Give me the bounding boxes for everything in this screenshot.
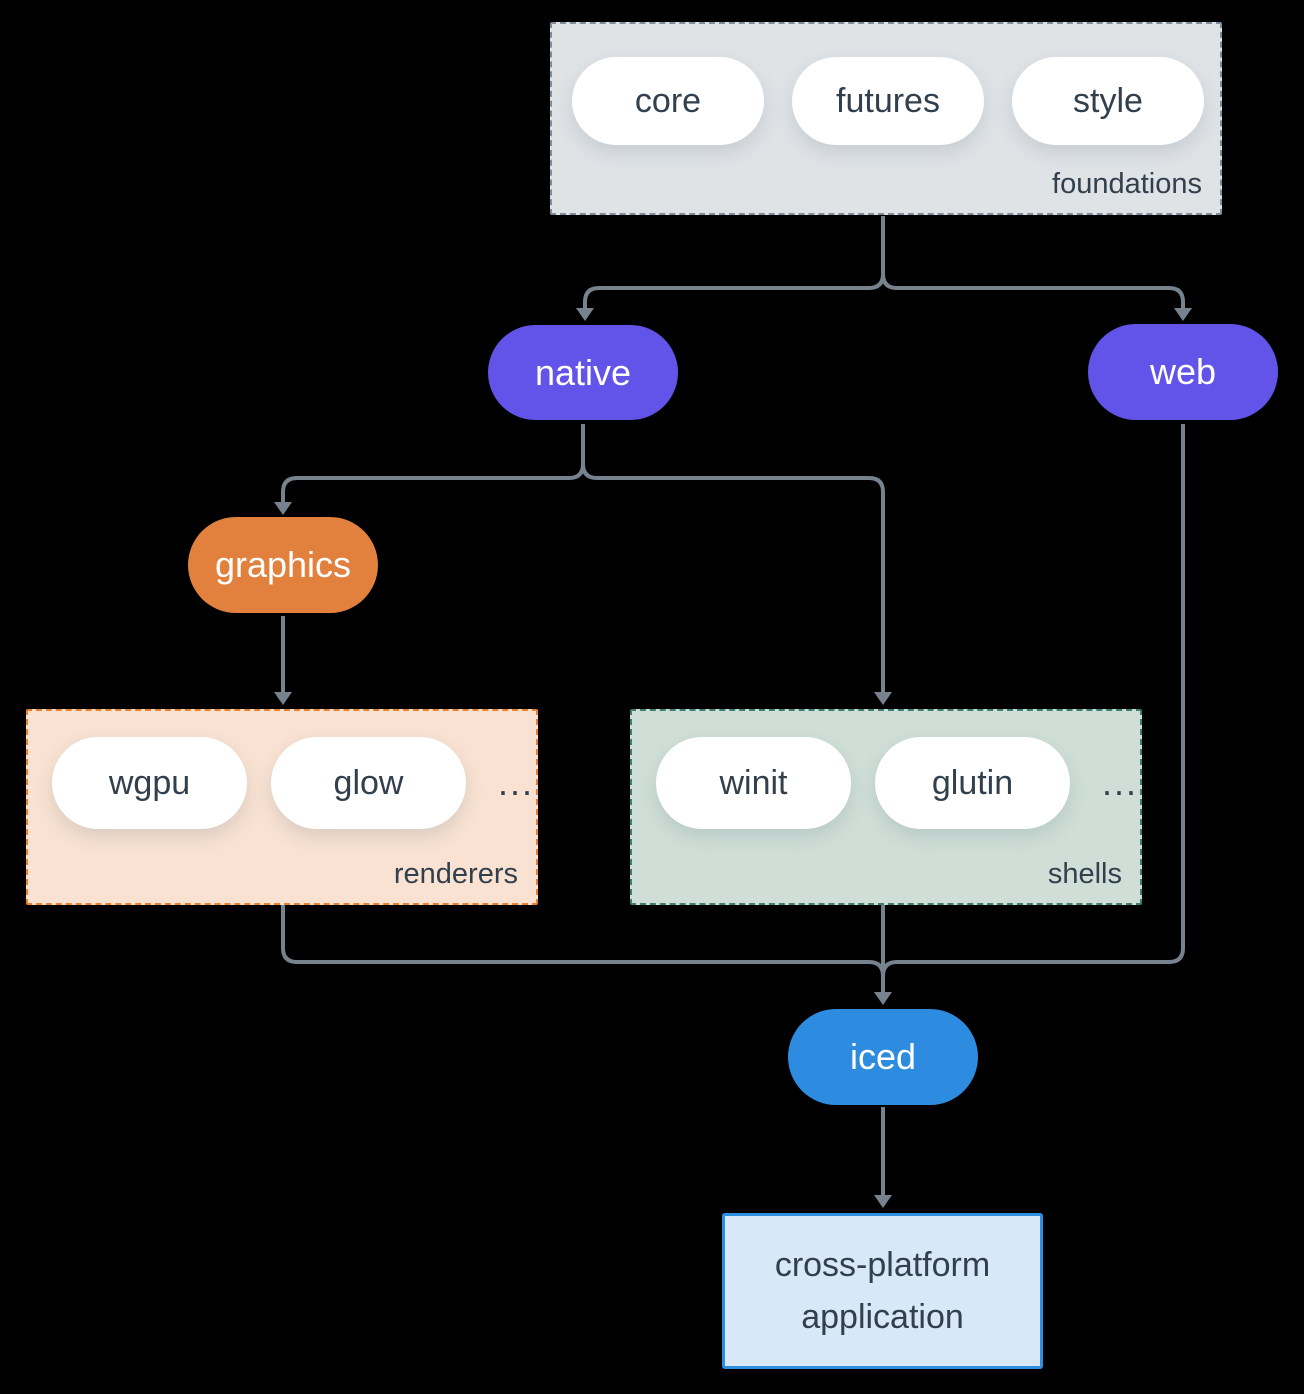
group-renderers: wgpu glow ... renderers: [26, 709, 538, 905]
pill-glutin: glutin: [875, 737, 1070, 829]
group-shells: winit glutin ... shells: [630, 709, 1142, 905]
node-iced: iced: [788, 1009, 978, 1105]
arrowhead-renderers: [274, 692, 292, 705]
pill-futures: futures: [792, 57, 984, 145]
renderers-ellipsis: ...: [498, 762, 535, 803]
edge-native-shells: [581, 424, 885, 692]
arrowhead-native: [576, 308, 594, 321]
shells-pill-row: winit glutin ...: [656, 737, 1138, 829]
arrowhead-application: [874, 1195, 892, 1208]
arrowhead-graphics: [274, 502, 292, 515]
shells-label: shells: [1047, 858, 1122, 890]
edge-foundations-native: [583, 216, 885, 308]
edge-web-iced: [881, 424, 1185, 992]
renderers-pill-row: wgpu glow ...: [52, 737, 534, 829]
node-web: web: [1088, 324, 1278, 420]
pill-wgpu: wgpu: [52, 737, 247, 829]
group-foundations: core futures style foundations: [550, 22, 1222, 215]
node-graphics: graphics: [188, 517, 378, 613]
arrowhead-iced: [874, 992, 892, 1005]
arrowhead-web: [1174, 308, 1192, 321]
pill-glow: glow: [271, 737, 466, 829]
node-cross-platform-application: cross-platform application: [722, 1213, 1043, 1369]
pill-style: style: [1012, 57, 1204, 145]
pill-winit: winit: [656, 737, 851, 829]
edge-renderers-iced: [281, 905, 885, 992]
pill-core: core: [572, 57, 764, 145]
arrowhead-shells: [874, 692, 892, 705]
edge-foundations-web: [881, 216, 1185, 308]
renderers-label: renderers: [393, 858, 518, 890]
foundations-label: foundations: [1052, 168, 1202, 200]
edge-native-graphics: [281, 424, 585, 502]
node-native: native: [488, 325, 678, 420]
foundations-pill-row: core futures style: [572, 57, 1204, 145]
shells-ellipsis: ...: [1102, 762, 1139, 803]
